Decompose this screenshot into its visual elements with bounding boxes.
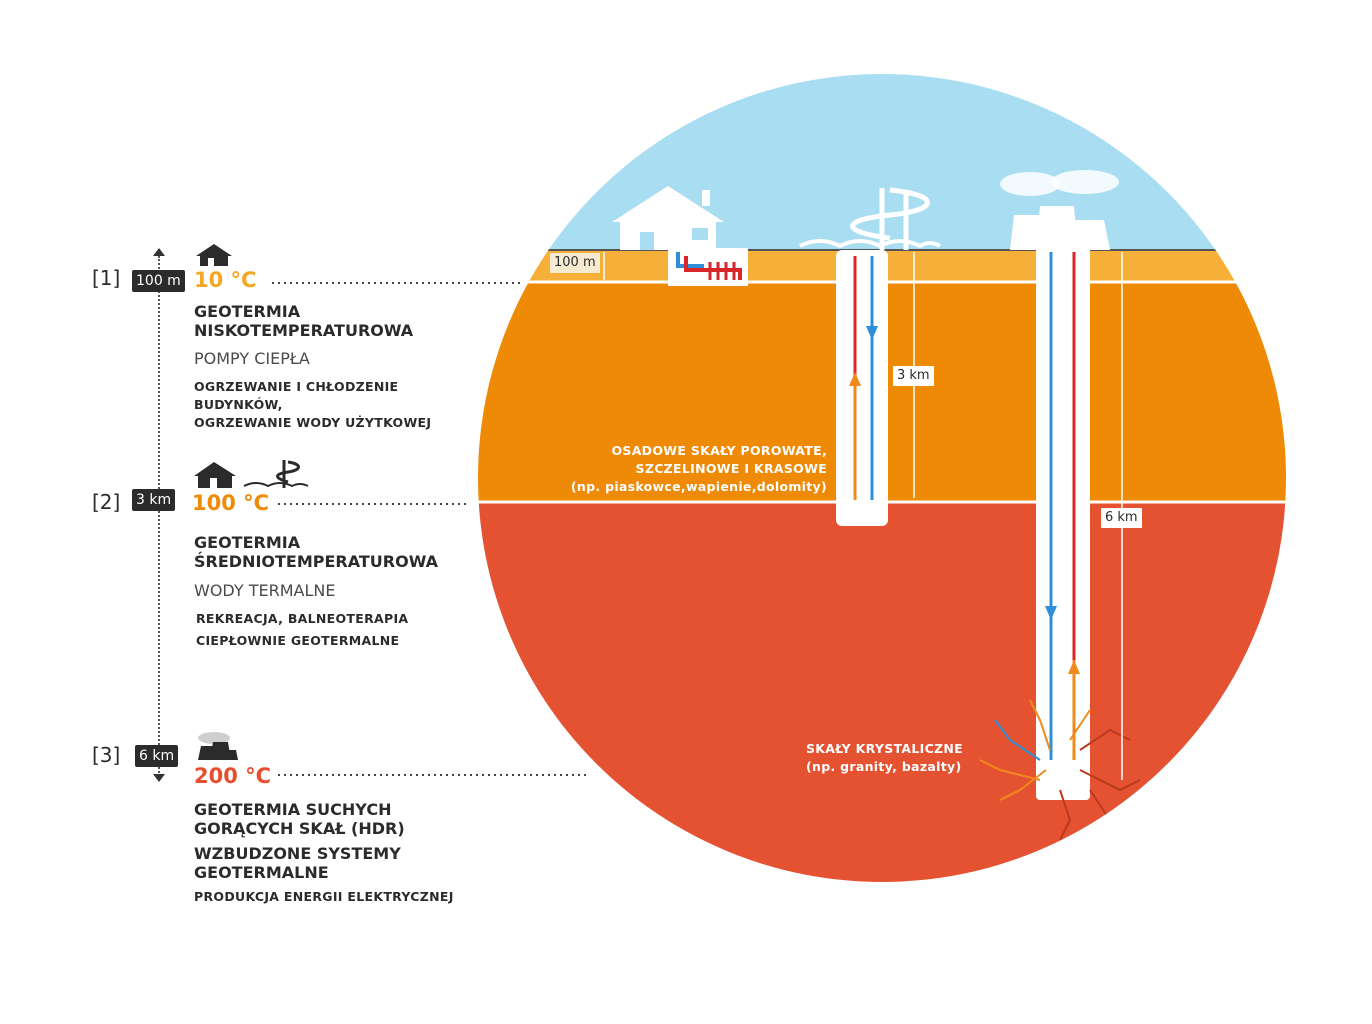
power-plant-icon	[1000, 170, 1119, 250]
level-1-desc-line: OGRZEWANIE WODY UŻYTKOWEJ	[194, 415, 432, 430]
depth-axis-line	[158, 256, 160, 776]
level-2-index: [2]	[92, 490, 121, 514]
crystalline-layer	[478, 502, 1286, 882]
depth-label-6km: 6 km	[1101, 508, 1142, 528]
medium-well	[836, 250, 888, 526]
level-3-title-line: GORĄCYCH SKAŁ (HDR)	[194, 819, 405, 838]
deep-well	[1036, 246, 1090, 800]
level-3-depth-badge: 6 km	[135, 745, 179, 767]
level-1-title: GEOTERMIA NISKOTEMPERATUROWA	[194, 302, 413, 340]
level-3-title-line: GEOTERMALNE	[194, 863, 329, 882]
house-icon	[196, 244, 232, 266]
power-plant-icon	[198, 732, 238, 760]
sky-layer	[478, 74, 1286, 250]
level-2-subtitle: WODY TERMALNE	[194, 581, 336, 600]
level-3-index: [3]	[92, 743, 121, 767]
level-3-description: PRODUKCJA ENERGII ELEKTRYCZNEJ	[194, 889, 454, 904]
thermal-park-icon	[243, 460, 309, 488]
level-1-temperature: 10 °C	[194, 268, 257, 292]
level-1-description: OGRZEWANIE I CHŁODZENIE BUDYNKÓW, OGRZEW…	[194, 378, 431, 432]
level-1-index: [1]	[92, 266, 121, 290]
house-icon	[612, 186, 724, 250]
sedimentary-line: (np. piaskowce,wapienie,dolomity)	[570, 479, 827, 494]
sedimentary-rock-label: OSADOWE SKAŁY POROWATE, SZCZELINOWE I KR…	[571, 442, 827, 496]
crystalline-line: SKAŁY KRYSTALICZNE	[806, 741, 964, 756]
level-3-title-line: GEOTERMIA SUCHYCH	[194, 800, 392, 819]
depth-label-100m: 100 m	[550, 253, 600, 273]
level-2-title-line: ŚREDNIOTEMPERATUROWA	[194, 552, 439, 571]
level-2-description: REKREACJA, BALNEOTERAPIA CIEPŁOWNIE GEOT…	[196, 610, 408, 650]
level-1-title-line: GEOTERMIA	[194, 302, 301, 321]
level-2-depth-badge: 3 km	[132, 489, 176, 511]
arrow-down-icon	[153, 774, 165, 782]
level-1-depth-badge: 100 m	[132, 270, 185, 292]
level-3-title-line: WZBUDZONE SYSTEMY	[194, 844, 401, 863]
sedimentary-line: SZCZELINOWE I KRASOWE	[635, 461, 827, 476]
level-2-temperature: 100 °C	[192, 491, 270, 515]
crystalline-line: (np. granity, bazalty)	[806, 759, 962, 774]
house-icon	[194, 462, 236, 488]
crystalline-rock-label: SKAŁY KRYSTALICZNE (np. granity, bazalty…	[806, 740, 963, 776]
depth-label-3km: 3 km	[893, 366, 934, 386]
heat-pump-icon	[668, 248, 748, 286]
level-2-desc-line: REKREACJA, BALNEOTERAPIA	[196, 611, 409, 626]
level-1-desc-line: OGRZEWANIE I CHŁODZENIE	[194, 379, 399, 394]
level-2-title: GEOTERMIA ŚREDNIOTEMPERATUROWA	[194, 533, 438, 571]
level-3-temperature: 200 °C	[194, 764, 272, 788]
level-1-title-line: NISKOTEMPERATUROWA	[194, 321, 414, 340]
level-3-title: GEOTERMIA SUCHYCH GORĄCYCH SKAŁ (HDR) WZ…	[194, 800, 405, 882]
thermal-park-icon	[799, 187, 942, 250]
level-2-title-line: GEOTERMIA	[194, 533, 301, 552]
level-1-desc-line: BUDYNKÓW,	[194, 397, 283, 412]
arrow-up-icon	[153, 248, 165, 256]
level-1-subtitle: POMPY CIEPŁA	[194, 349, 310, 368]
sedimentary-line: OSADOWE SKAŁY POROWATE,	[611, 443, 827, 458]
level-2-desc-line: CIEPŁOWNIE GEOTERMALNE	[196, 633, 400, 648]
